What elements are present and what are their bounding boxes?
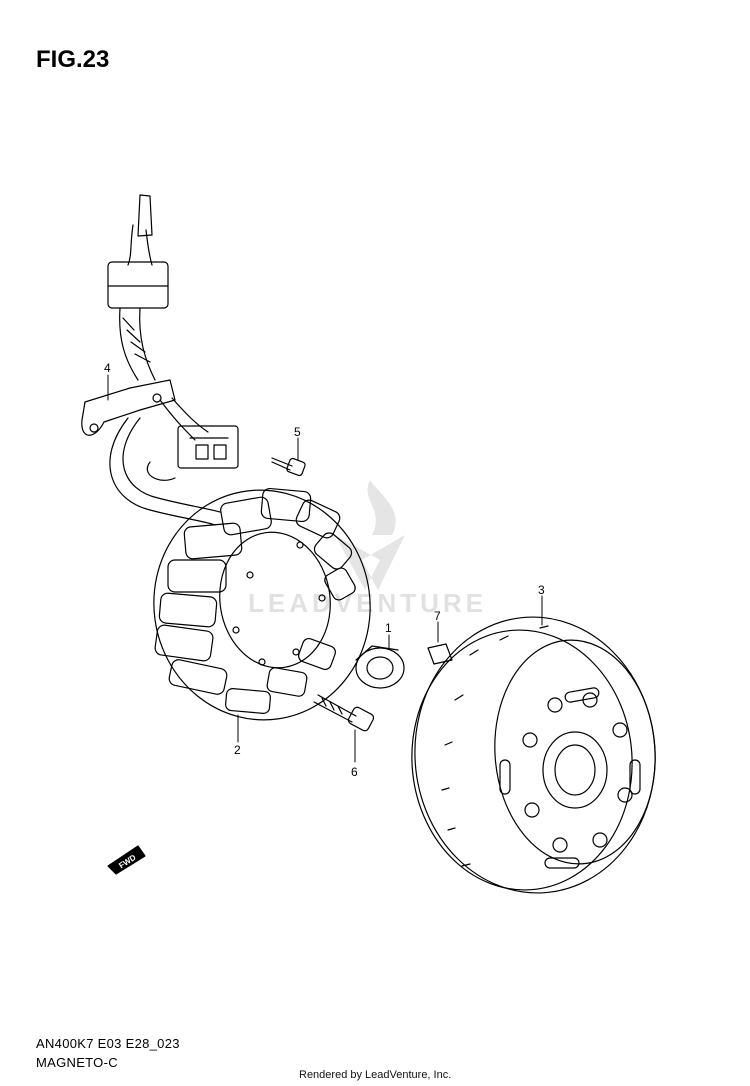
callout-leaders	[107, 374, 543, 763]
part-7-key	[427, 643, 453, 665]
part-3-flywheel-rotor	[411, 616, 656, 894]
section-name: MAGNETO-C	[36, 1055, 118, 1070]
callout-5: 5	[294, 425, 301, 439]
callout-6: 6	[351, 765, 358, 779]
part-1-nut	[355, 645, 405, 689]
render-credit: Rendered by LeadVenture, Inc.	[299, 1069, 452, 1081]
watermark: LEADVENTURE	[248, 480, 487, 618]
part-4-clamp	[81, 379, 176, 436]
callout-2: 2	[234, 743, 241, 757]
watermark-text: LEADVENTURE	[248, 588, 487, 618]
model-code: AN400K7 E03 E28_023	[36, 1036, 180, 1051]
leadventure-logo-icon	[335, 480, 405, 590]
callout-1: 1	[385, 621, 392, 635]
part-6-bolt	[313, 694, 375, 732]
wire-harness	[107, 194, 221, 526]
connector-block	[146, 425, 239, 481]
part-2-stator	[153, 487, 371, 721]
callout-7: 7	[434, 609, 441, 623]
figure-title: FIG.23	[36, 46, 110, 73]
fwd-arrow-icon	[107, 845, 146, 875]
callout-3: 3	[538, 583, 545, 597]
fwd-marker	[107, 845, 146, 875]
part-5-screw	[271, 457, 306, 477]
callout-4: 4	[104, 361, 111, 375]
